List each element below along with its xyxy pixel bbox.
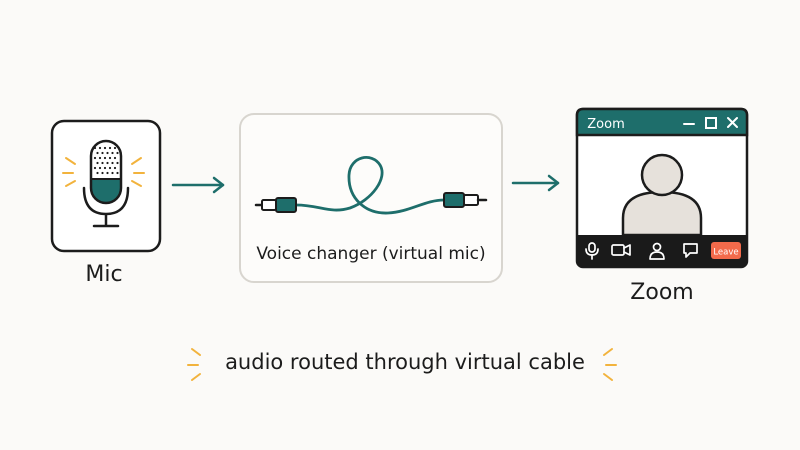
mic-sparkle-left: [62, 157, 76, 187]
zoom-camera-icon[interactable]: [611, 244, 631, 256]
voice-changer-box: [239, 113, 503, 283]
zoom-titlebar: [575, 107, 749, 137]
zoom-mic-icon[interactable]: [585, 242, 599, 260]
mic-sparkle-right: [131, 157, 145, 187]
caption-sparkle-left: [187, 348, 201, 381]
zoom-participants-icon[interactable]: [649, 242, 665, 260]
microphone-icon: [62, 139, 145, 228]
zoom-label: Zoom: [630, 280, 694, 305]
mic-node: [50, 119, 162, 253]
zoom-chat-icon[interactable]: [683, 243, 698, 258]
caption-sparkle-right: [603, 348, 617, 381]
zoom-window-title: Zoom: [587, 117, 624, 132]
zoom-node: [575, 107, 749, 269]
caption: audio routed through virtual cable: [225, 350, 585, 374]
arrow-mic-to-changer: [171, 176, 225, 194]
mic-label: Mic: [85, 262, 123, 287]
zoom-toolbar: [577, 235, 747, 267]
leave-button-label[interactable]: Leave: [713, 248, 738, 258]
window-maximize-icon[interactable]: [705, 117, 717, 129]
person-avatar-icon: [621, 153, 703, 237]
arrow-changer-to-zoom: [511, 174, 560, 192]
audio-cable-icon: [254, 156, 488, 215]
voice-changer-label: Voice changer (virtual mic): [256, 244, 486, 264]
leave-button[interactable]: [711, 242, 741, 259]
voice-changer-node: [239, 113, 503, 283]
window-close-icon[interactable]: [727, 117, 738, 128]
